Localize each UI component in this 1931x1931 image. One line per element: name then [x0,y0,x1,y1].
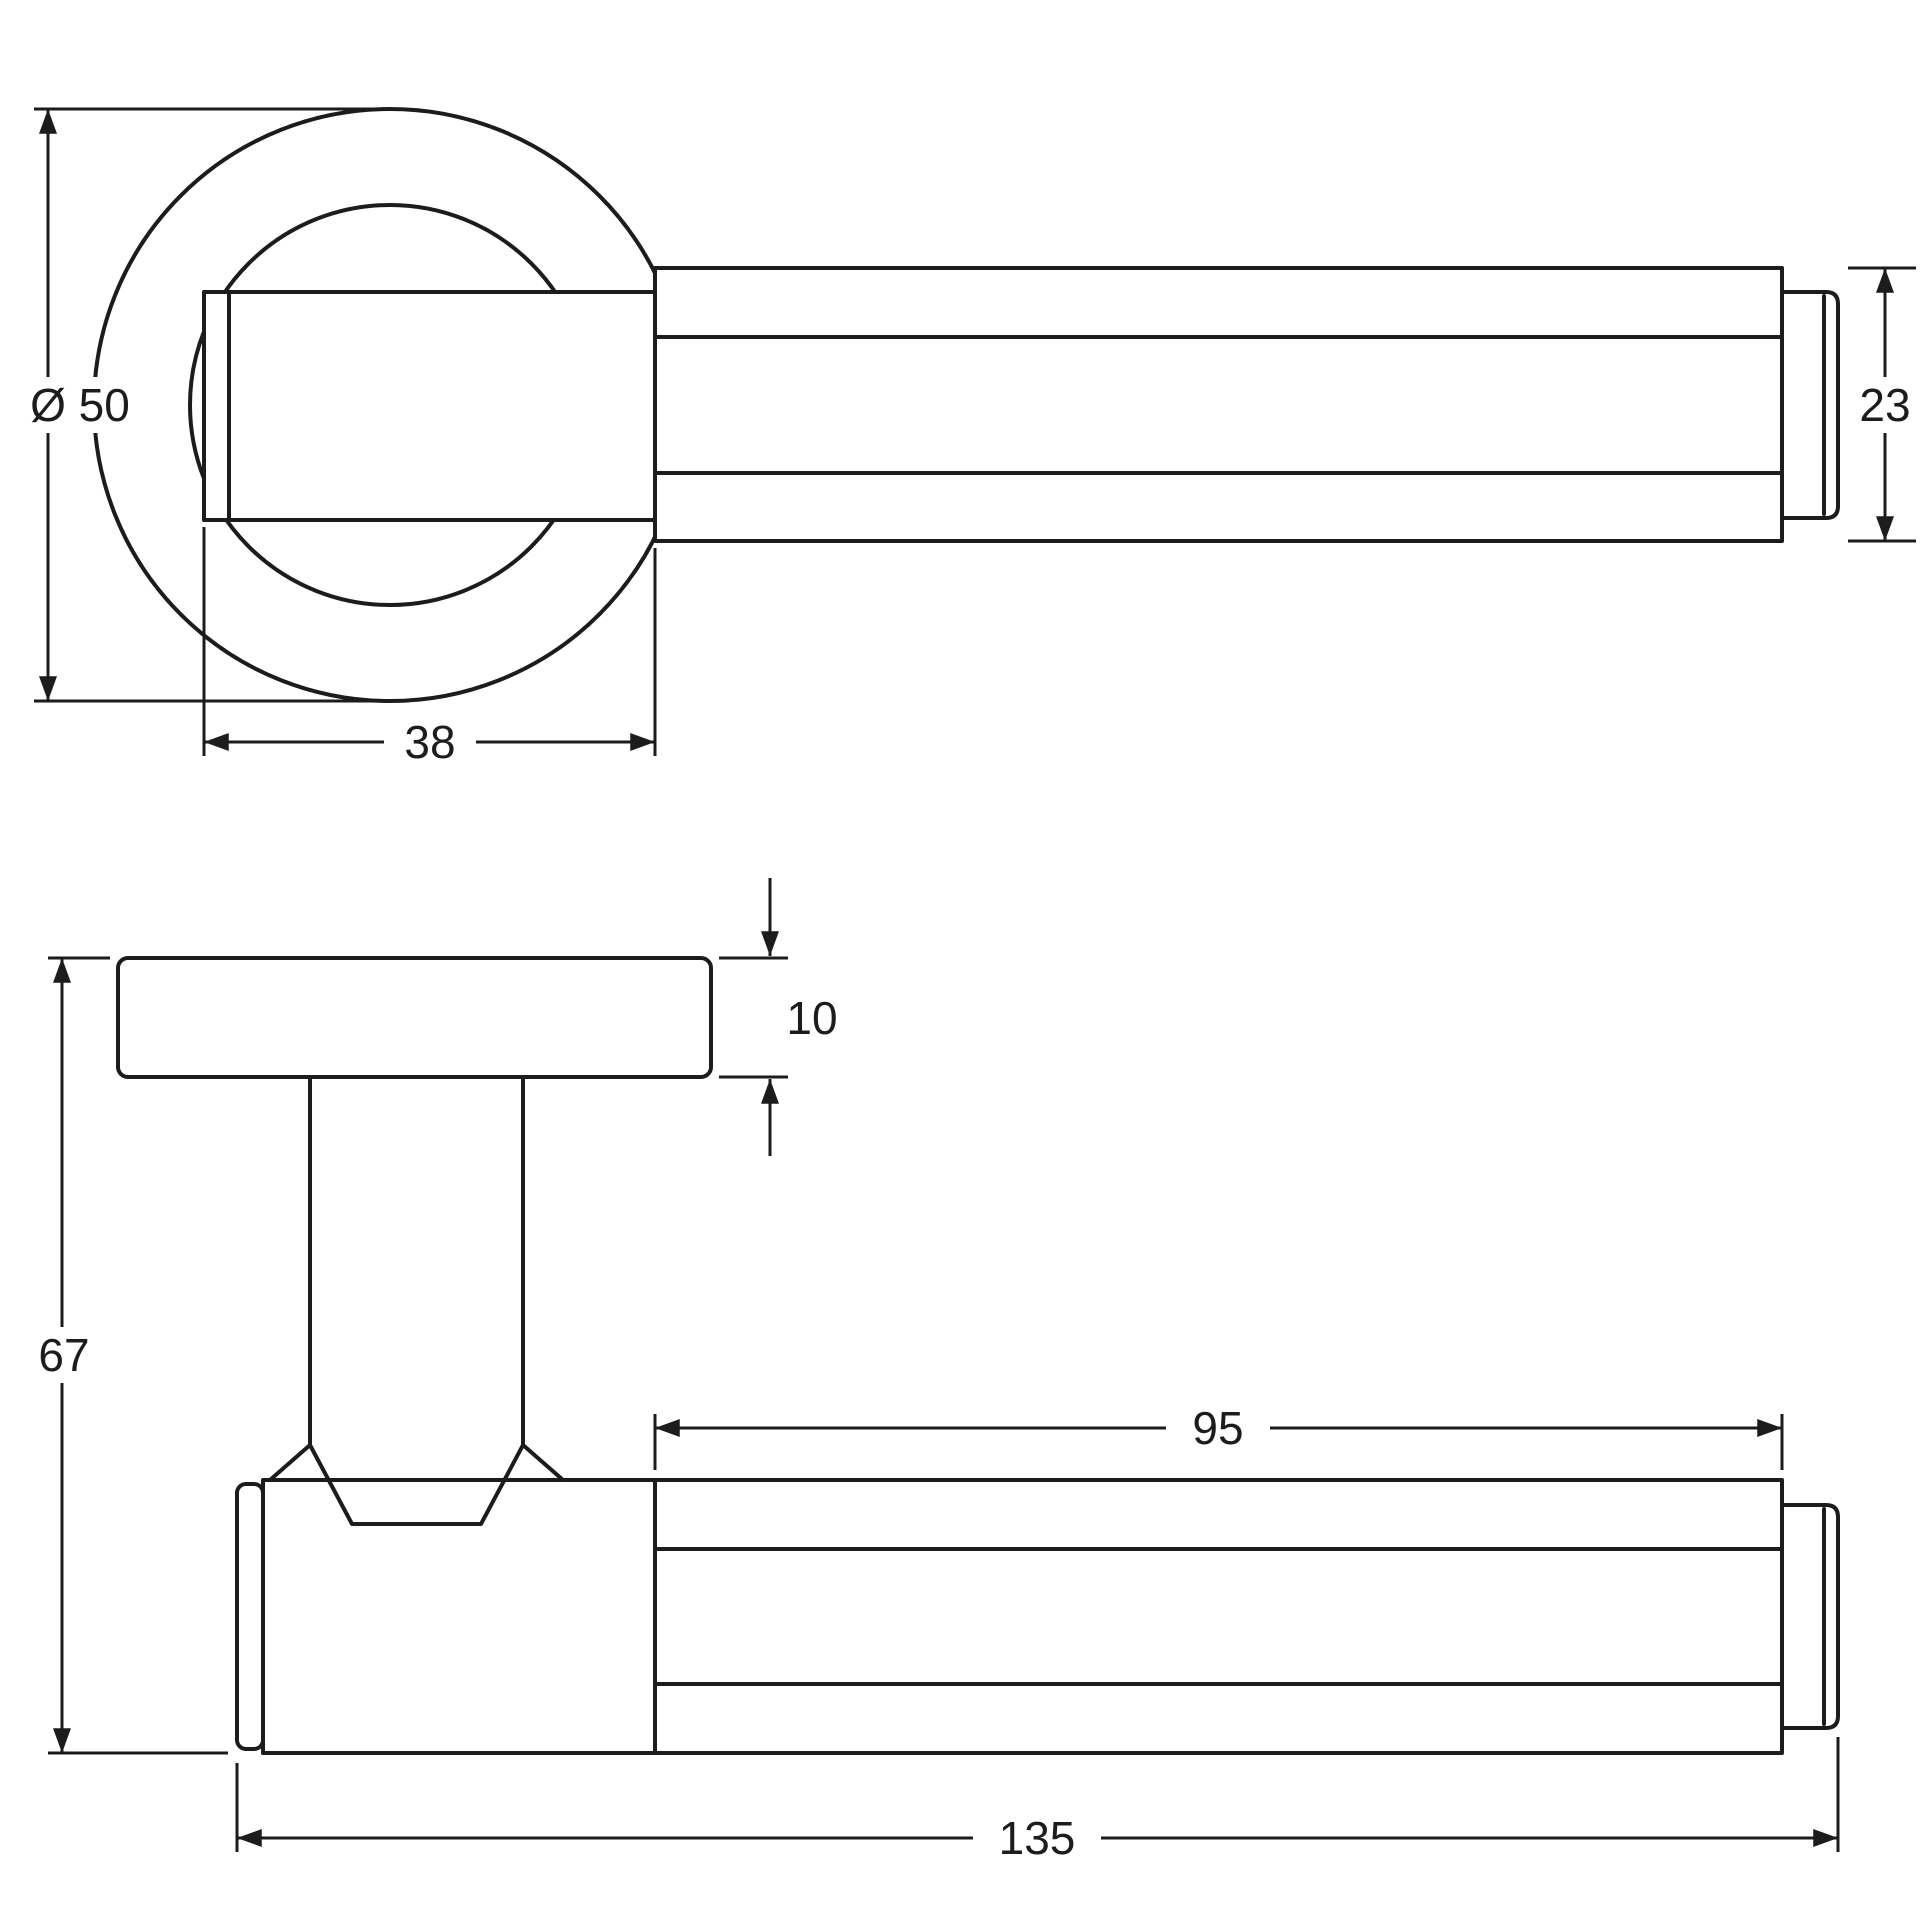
front-view: Ø 50 38 23 [16,107,1925,770]
grip-left-cap [235,1482,265,1751]
dim-label-lever-diameter: 23 [1859,379,1910,431]
grip-fill [655,268,1782,541]
dim-label-overall-length: 135 [999,1812,1076,1864]
label-background [16,377,144,433]
dim-rose-thickness: 10 [719,878,838,1156]
label-background [1845,377,1925,433]
neck-fill [204,292,655,520]
label-background [1166,1400,1270,1456]
label-background [26,1327,102,1383]
side-view: 10 67 95 135 [26,878,1840,1866]
dim-label-rose-thickness: 10 [786,992,837,1044]
extension-lines [34,107,390,703]
neck-side [268,1075,565,1482]
dim-projection: 67 [26,956,228,1755]
grip-facet-lines [653,335,1784,475]
dim-rose-diameter: Ø 50 [16,107,390,703]
dim-label-rose-width: 38 [404,716,455,768]
dim-grip-length: 95 [653,1400,1784,1470]
grip-right-cap [1780,1503,1840,1730]
grip-end-cap [1780,290,1840,520]
dim-label-projection: 67 [38,1329,89,1381]
dim-rose-width: 38 [202,527,657,770]
grip-side-outline [261,1478,1784,1755]
neck-outline [202,290,657,522]
label-background [973,1810,1101,1866]
dim-lever-diameter: 23 [1845,266,1925,543]
grip-outline [653,266,1784,543]
extension-lines [719,956,788,1079]
neck-facet [308,1443,525,1526]
cap-fill [1782,292,1838,518]
label-background [384,714,476,770]
grip-side-facets [653,1547,1784,1686]
rose-side [116,956,713,1079]
dim-overall-length: 135 [235,1737,1840,1866]
dim-label-rose-diameter: Ø 50 [30,379,130,431]
dim-label-grip-length: 95 [1192,1402,1243,1454]
extension-lines [202,527,657,756]
